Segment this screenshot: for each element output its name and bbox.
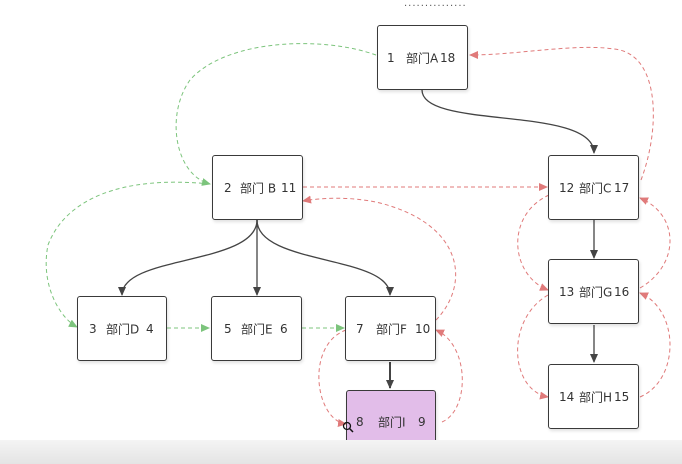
node-department-a[interactable]: 1 部门A 18 (377, 25, 468, 90)
red-g-h (517, 294, 549, 400)
red-c-g (517, 194, 550, 291)
red-h-g (639, 292, 671, 398)
node-i-label: 部门I (378, 415, 406, 430)
node-a-label: 部门A (406, 51, 439, 66)
node-h-number: 14 (559, 389, 575, 404)
node-e-end: 6 (280, 321, 288, 336)
magnifier-cursor-icon (342, 421, 354, 436)
node-c-number: 12 (559, 180, 575, 195)
node-department-e[interactable]: 5 部门E 6 (211, 296, 302, 361)
node-g-label: 部门G (579, 285, 613, 299)
red-g-c (639, 197, 671, 289)
red-f-i (318, 329, 347, 427)
node-d-end: 4 (146, 321, 154, 336)
node-g-end: 16 (614, 284, 630, 299)
red-f-b (302, 195, 456, 321)
node-department-g[interactable]: 13 部门G 16 (548, 259, 639, 324)
node-f-end: 10 (415, 321, 431, 336)
edge-a-c (421, 89, 598, 154)
node-a-number: 1 (387, 50, 395, 65)
node-b-number: 2 (224, 180, 232, 195)
node-a-end: 18 (440, 50, 456, 65)
node-department-c[interactable]: 12 部门C 17 (548, 155, 639, 220)
red-i-f (435, 329, 463, 423)
node-e-label: 部门E (241, 322, 273, 336)
node-i-end: 9 (418, 415, 426, 429)
node-department-b[interactable]: 2 部门 B 11 (212, 155, 303, 220)
green-b-d (45, 181, 211, 328)
green-a-b (175, 43, 377, 186)
node-h-end: 15 (614, 389, 630, 404)
node-g-number: 13 (559, 284, 575, 299)
node-c-label: 部门C (579, 181, 612, 195)
node-f-label: 部门F (376, 322, 407, 336)
node-department-f[interactable]: 7 部门F 10 (345, 296, 436, 361)
top-dots: ............... (404, 0, 467, 9)
node-d-label: 部门D (106, 322, 140, 336)
node-d-number: 3 (89, 321, 97, 336)
node-b-label: 部门 B (240, 181, 277, 195)
edge-b-f (256, 219, 394, 296)
node-h-label: 部门H (579, 390, 613, 404)
node-c-end: 17 (614, 180, 630, 195)
node-b-end: 11 (281, 180, 297, 195)
node-department-h[interactable]: 14 部门H 15 (548, 364, 639, 429)
node-e-number: 5 (224, 321, 232, 336)
red-c-a (469, 46, 654, 181)
node-f-number: 7 (356, 321, 364, 336)
node-i-number: 8 (356, 415, 364, 429)
bottom-bar (0, 440, 682, 464)
node-department-d[interactable]: 3 部门D 4 (77, 296, 167, 361)
edge-b-d (118, 219, 258, 296)
